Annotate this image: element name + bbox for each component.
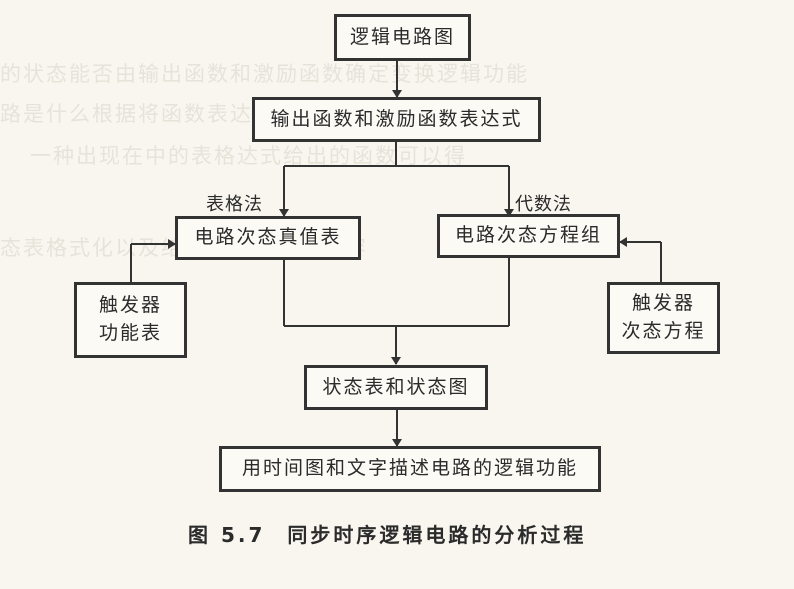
node-state-table-diagram-label: 状态表和状态图 — [322, 375, 470, 398]
node-logic-circuit-label: 逻辑电路图 — [349, 25, 455, 48]
node-ff-function-table: 触发器 功能表 — [74, 282, 187, 358]
bleed-through-text: 一种出现在中的表格达式给出的函数可以得 — [30, 144, 467, 168]
figure-caption: 图 5.7 同步时序逻辑电路的分析过程 — [188, 519, 586, 548]
node-ff-next-state-equation: 触发器 次态方程 — [607, 282, 720, 354]
node-truth-table: 电路次态真值表 — [175, 216, 361, 260]
node-equations: 电路次态方程组 — [437, 214, 620, 258]
edge-label-table-method: 表格法 — [206, 194, 263, 215]
figure-caption-number: 图 5.7 — [188, 523, 266, 547]
edge-label-algebra-method: 代数法 — [515, 194, 572, 215]
node-equations-label: 电路次态方程组 — [454, 224, 602, 247]
node-logic-circuit: 逻辑电路图 — [334, 14, 471, 61]
node-describe-function: 用时间图和文字描述电路的逻辑功能 — [219, 446, 601, 492]
node-truth-table-label: 电路次态真值表 — [194, 226, 342, 249]
node-ff-function-table-line1: 触发器 — [98, 294, 162, 317]
node-expressions: 输出函数和激励函数表达式 — [252, 97, 541, 142]
node-ff-next-state-equation-line1: 触发器 — [631, 292, 695, 315]
node-state-table-diagram: 状态表和状态图 — [304, 365, 488, 410]
figure-caption-title: 同步时序逻辑电路的分析过程 — [287, 523, 587, 547]
node-describe-function-label: 用时间图和文字描述电路的逻辑功能 — [241, 457, 578, 480]
node-ff-next-state-equation-line2: 次态方程 — [621, 320, 706, 342]
node-ff-function-table-line2: 功能表 — [98, 322, 162, 344]
bleed-through-text: 的状态能否由输出函数和激励函数确定变换逻辑功能 — [0, 62, 529, 86]
node-expressions-label: 输出函数和激励函数表达式 — [270, 107, 523, 130]
